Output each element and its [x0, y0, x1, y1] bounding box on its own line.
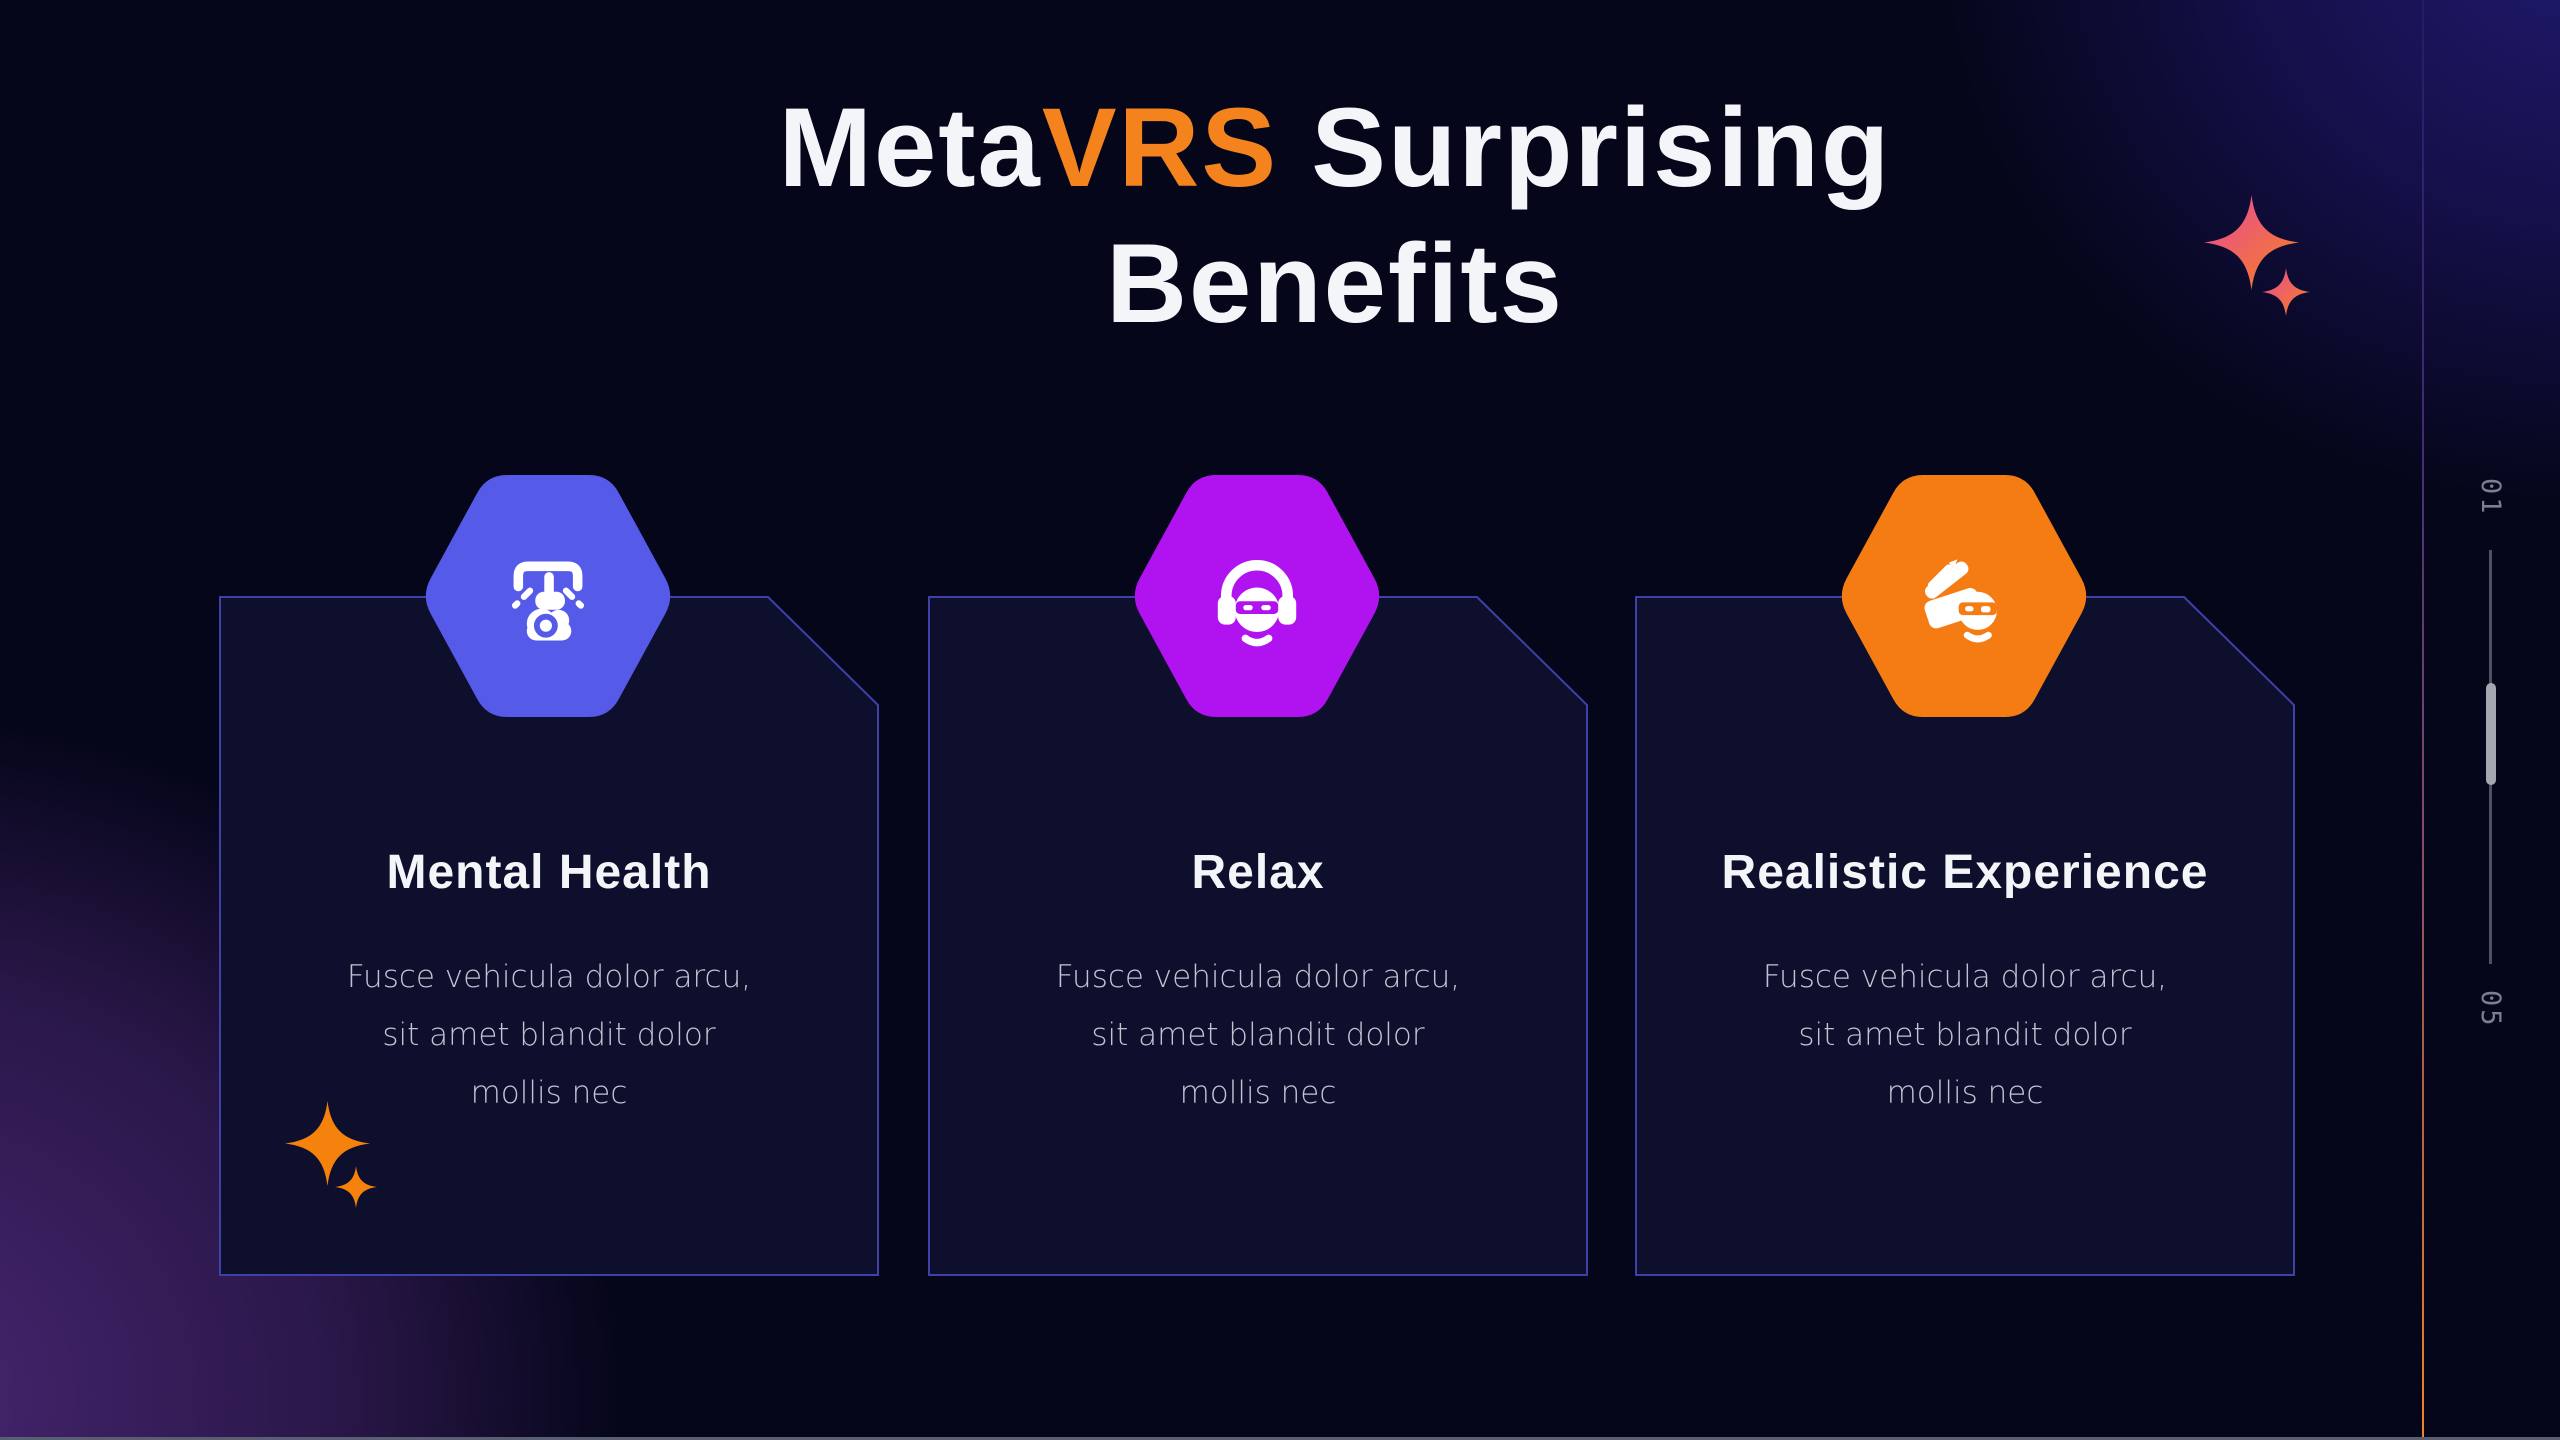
card-mental-health: Mental Health Fusce vehicula dolor arcu,… [219, 596, 879, 1276]
title-part-vrs: VRS [1041, 85, 1279, 210]
card-title: Mental Health [386, 846, 712, 899]
right-gradient-line [2422, 0, 2424, 1440]
page-number-current: 01 [2475, 478, 2506, 517]
card-title: Realistic Experience [1721, 846, 2209, 899]
slide-scrollbar-thumb[interactable] [2486, 683, 2496, 785]
slide-title-line1: MetaVRS Surprising [110, 80, 2560, 216]
card-body-text: Fusce vehicula dolor arcu, sit amet blan… [1055, 959, 1461, 1111]
sparkle-icon [285, 1101, 370, 1186]
title-part-meta: Meta [778, 85, 1042, 210]
bottom-edge-line [0, 1437, 2560, 1440]
vr-headphones-face-icon [1217, 560, 1297, 647]
sparkle-icon [2262, 268, 2310, 316]
card-title: Relax [1191, 846, 1325, 899]
title-part-surprising: Surprising [1278, 85, 1892, 210]
slide-title: MetaVRS Surprising Benefits [0, 80, 2560, 352]
card-body-text: Fusce vehicula dolor arcu, sit amet blan… [346, 959, 752, 1111]
card-outline [1635, 596, 2295, 1276]
slide-title-line2: Benefits [1106, 221, 1564, 346]
tap-press-cloud-icon [511, 561, 585, 641]
hexagon-relax [1130, 475, 1384, 717]
card-body-text: Fusce vehicula dolor arcu, sit amet blan… [1762, 959, 2168, 1111]
hexagon-mental-health [421, 475, 675, 717]
sparkle-icon [335, 1166, 377, 1208]
card-outline [219, 596, 879, 1276]
hexagon-realistic-experience [1837, 475, 2091, 717]
sparkle-icon [2204, 195, 2299, 290]
card-realistic-experience: Realistic Experience Fusce vehicula dolo… [1635, 596, 2295, 1276]
clapperboard-vr-face-icon [1924, 559, 1997, 643]
card-relax: Relax Fusce vehicula dolor arcu, sit ame… [928, 596, 1588, 1276]
page-number-total: 05 [2475, 990, 2506, 1029]
card-outline [928, 596, 1588, 1276]
